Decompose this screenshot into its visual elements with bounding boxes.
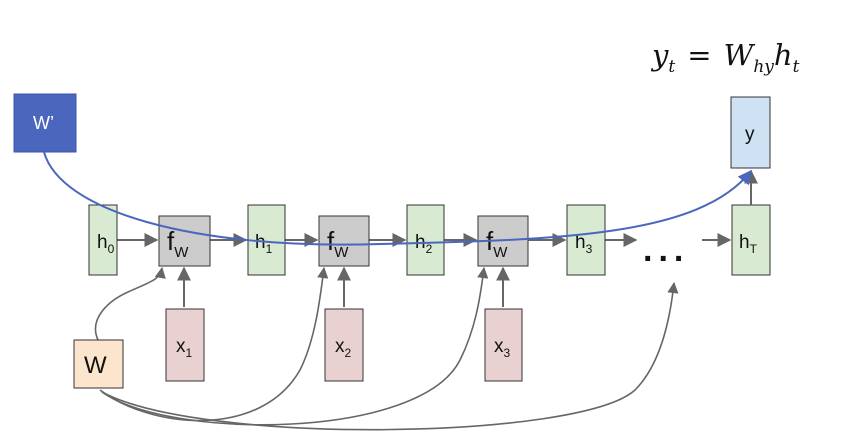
input-x1: x1 bbox=[165, 308, 205, 382]
arrow-W-f2 bbox=[99, 266, 329, 422]
svg-text:x3: x3 bbox=[494, 336, 511, 360]
function-f1: fW bbox=[158, 215, 211, 267]
output-equation: yt=Whyht bbox=[650, 38, 800, 77]
svg-text:fW: fW bbox=[327, 226, 349, 261]
recurrence-functions: fW fW fW bbox=[158, 215, 529, 267]
svg-text:W: W bbox=[84, 352, 107, 379]
svg-text:W’: W’ bbox=[33, 113, 54, 133]
arrow-W-ellipsis bbox=[101, 281, 679, 431]
svg-text:y: y bbox=[745, 124, 755, 145]
hidden-state-h3: h3 bbox=[566, 204, 606, 276]
sequence-ellipsis: ... bbox=[643, 231, 689, 269]
output-weight-Wprime: W’ bbox=[13, 93, 77, 153]
hidden-state-h0: h0 bbox=[88, 204, 118, 276]
arrow-Wprime-y bbox=[43, 151, 752, 246]
svg-text:x1: x1 bbox=[176, 336, 193, 360]
arrow-W-f3 bbox=[101, 266, 489, 426]
output-y: y bbox=[730, 96, 771, 169]
svg-text:hT: hT bbox=[739, 232, 758, 256]
svg-text:fW: fW bbox=[167, 226, 189, 261]
svg-text:h1: h1 bbox=[255, 232, 273, 256]
svg-text:h3: h3 bbox=[575, 232, 593, 256]
shared-weight-arrows bbox=[94, 266, 679, 431]
function-f2: fW bbox=[318, 215, 370, 267]
hidden-state-h2: h2 bbox=[406, 204, 445, 276]
arrow-W-f1 bbox=[94, 266, 166, 341]
input-x2: x2 bbox=[324, 308, 364, 382]
svg-text:x2: x2 bbox=[335, 336, 352, 360]
inputs: x1 x2 x3 bbox=[165, 308, 523, 382]
hidden-state-hT: hT bbox=[731, 204, 771, 276]
input-x3: x3 bbox=[484, 308, 523, 382]
input-arrows bbox=[177, 266, 510, 307]
shared-weight-W: W bbox=[73, 339, 124, 389]
svg-text:h0: h0 bbox=[97, 232, 115, 256]
